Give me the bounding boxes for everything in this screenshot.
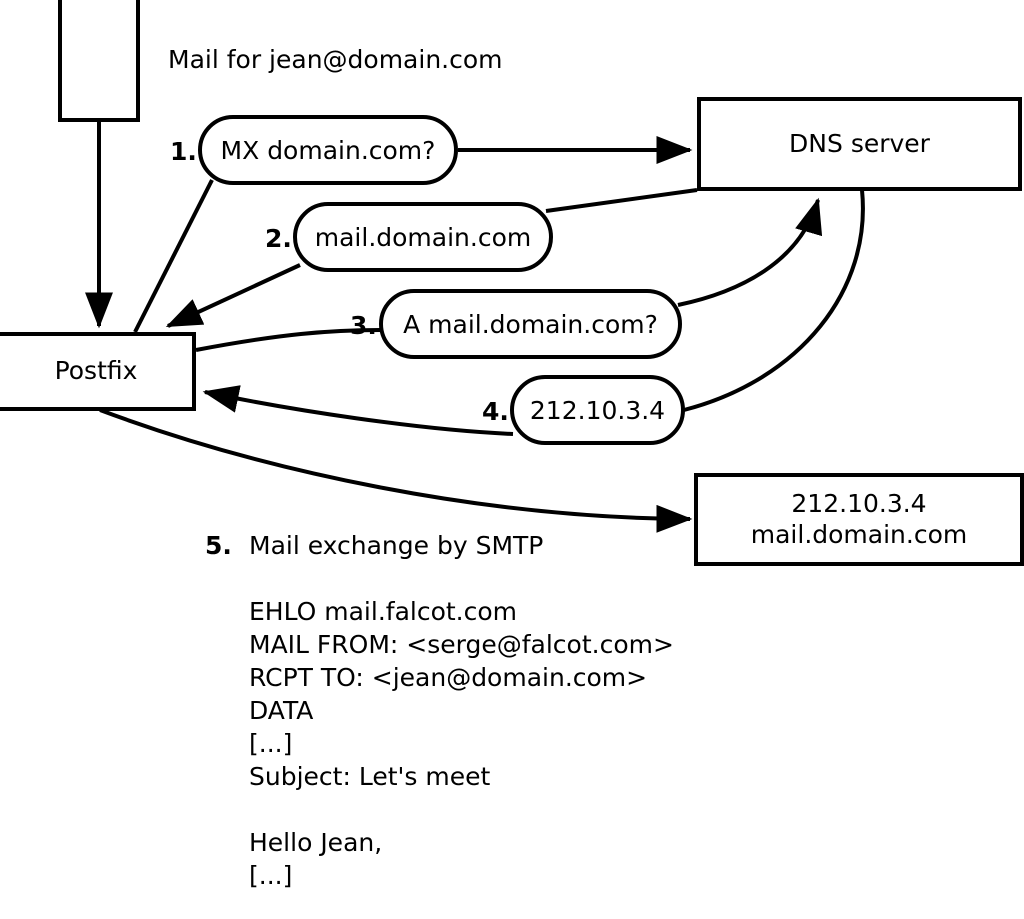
bubble-step-1[interactable]: MX domain.com? [198,115,458,185]
edge-step2-to-postfix [165,263,301,328]
node-postfix[interactable]: Postfix [0,332,196,411]
step-5-number: 5. [205,531,232,560]
edge-dns-to-step4-bubble [683,189,865,412]
bubble-step-2-label: mail.domain.com [314,222,532,252]
bubble-step-4[interactable]: 212.10.3.4 [510,375,685,445]
step-3-number: 3. [350,311,377,340]
edge-dns-to-step2-bubble [545,188,698,213]
bubble-step-3[interactable]: A mail.domain.com? [379,289,682,359]
smtp-transcript: EHLO mail.falcot.com MAIL FROM: <serge@f… [249,597,674,890]
bubble-step-1-label: MX domain.com? [220,135,436,165]
bubble-step-3-label: A mail.domain.com? [403,309,658,339]
edge-step3-to-dns [677,197,823,307]
node-target-mx-hostname: mail.domain.com [750,519,968,549]
edge-step1-bubble-to-postfix [133,179,214,333]
step-5-label: Mail exchange by SMTP [249,531,544,560]
step-4-number: 4. [482,397,509,426]
bubble-step-2[interactable]: mail.domain.com [293,202,553,272]
node-dns-server-label: DNS server [789,128,930,158]
node-target-mx-ip: 212.10.3.4 [791,489,927,518]
edge-step4-to-postfix [202,385,514,436]
node-postfix-label: Postfix [54,356,138,386]
node-target-mx[interactable]: 212.10.3.4 mail.domain.com [694,473,1024,566]
bubble-step-4-label: 212.10.3.4 [529,395,666,425]
step-1-number: 1. [170,137,197,166]
node-sender-host[interactable] [58,0,140,122]
mail-for-note: Mail for jean@domain.com [168,45,503,74]
node-dns-server[interactable]: DNS server [697,97,1022,191]
edge-postfix-to-step3-bubble [195,328,382,352]
step-2-number: 2. [265,224,292,253]
edge-postfix-to-target-mx [99,408,693,533]
